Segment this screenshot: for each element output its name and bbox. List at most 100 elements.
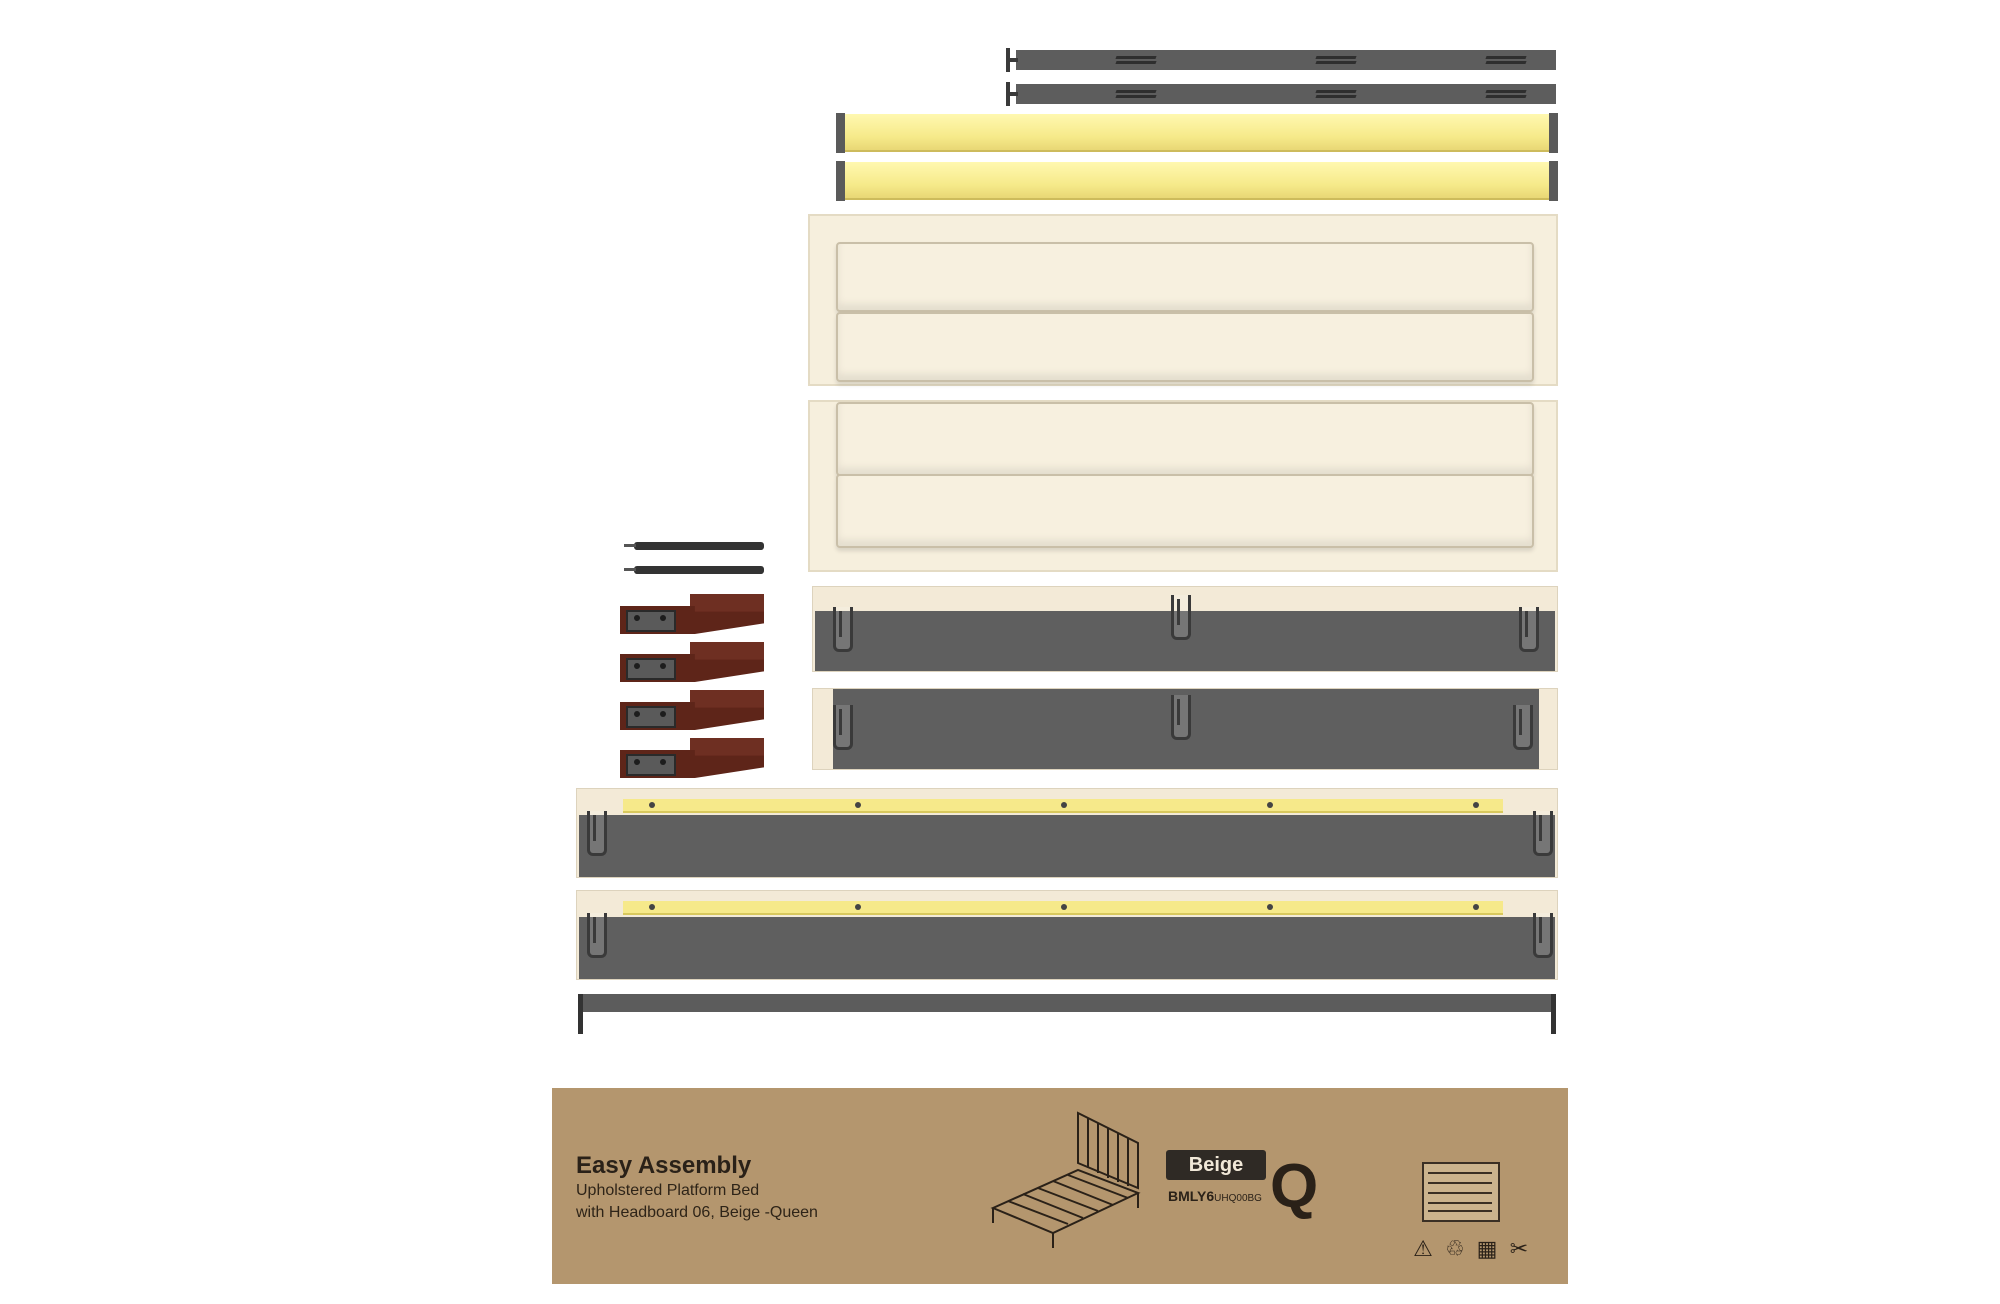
headboard-cushion	[836, 312, 1534, 382]
leg-plate	[626, 610, 676, 632]
support-rod	[624, 542, 764, 550]
rail-bracket	[1171, 595, 1191, 640]
bolt	[660, 615, 666, 621]
bed-leg	[620, 642, 764, 682]
leg-plate	[626, 706, 676, 728]
bolt	[660, 711, 666, 717]
bed-illustration	[990, 1111, 1141, 1248]
side-rail	[576, 890, 1558, 980]
rail-fabric	[579, 917, 1555, 979]
wood-slat	[836, 113, 1558, 153]
box-title: Easy Assembly	[576, 1152, 752, 1179]
slat-ledger	[623, 901, 1503, 915]
bolt	[660, 759, 666, 765]
slat-notch	[1485, 56, 1527, 59]
footboard-rail	[812, 586, 1558, 672]
slat-notch	[1115, 90, 1157, 93]
ledger-hole	[1267, 904, 1273, 910]
rail-fabric	[815, 611, 1555, 671]
bolt	[634, 711, 640, 717]
size-letter: Q	[1270, 1152, 1319, 1221]
label-line	[1428, 1210, 1492, 1212]
label-line	[1428, 1182, 1492, 1184]
bolt	[634, 759, 640, 765]
rail-bracket	[833, 705, 853, 750]
stacking-limit-icon: ▦	[1476, 1236, 1498, 1261]
rod-tip	[624, 568, 636, 571]
center-bar-leg	[578, 994, 583, 1034]
footboard-rail	[812, 688, 1558, 770]
rail-bracket	[587, 913, 607, 958]
rod-tip	[624, 544, 636, 547]
no-cutting-icon: ✂	[1509, 1236, 1529, 1261]
color-badge: Beige	[1166, 1150, 1266, 1180]
ledger-hole	[855, 802, 861, 808]
rail-bracket	[833, 607, 853, 652]
rail-fabric	[833, 689, 1539, 769]
ledger-hole	[649, 904, 655, 910]
bed-leg	[620, 690, 764, 730]
slat-notch	[1115, 95, 1157, 98]
fragile-warning-icon: ⚠	[1413, 1236, 1433, 1261]
headboard-cushion	[836, 474, 1534, 548]
slat-notch	[1485, 90, 1527, 93]
wood-slat	[836, 161, 1558, 201]
slat-end-tab	[1006, 58, 1018, 62]
sku-label: BMLY6UHQ00BG	[1168, 1188, 1262, 1204]
bolt	[634, 663, 640, 669]
product-box: Easy Assembly Upholstered Platform Bed w…	[552, 1088, 1568, 1284]
bed-leg	[620, 738, 764, 778]
headboard-panel-upper	[808, 214, 1558, 386]
shipping-label	[1422, 1162, 1500, 1222]
metal-slat	[1006, 48, 1556, 72]
ledger-hole	[1061, 802, 1067, 808]
side-rail	[576, 788, 1558, 878]
center-support-bar	[578, 994, 1556, 1034]
slat-notch	[1315, 56, 1357, 59]
box-subtitle-line1: Upholstered Platform Bed	[576, 1182, 760, 1199]
metal-slat	[1006, 82, 1556, 106]
headboard-cushion	[836, 402, 1534, 476]
recycle-icon: ♲	[1445, 1236, 1465, 1261]
support-rod	[624, 566, 764, 574]
headboard-panel-lower	[808, 400, 1558, 572]
ledger-hole	[649, 802, 655, 808]
label-line	[1428, 1172, 1492, 1174]
box-subtitle-line2: with Headboard 06, Beige -Queen	[576, 1204, 818, 1221]
ledger-hole	[1473, 904, 1479, 910]
rail-fabric	[579, 815, 1555, 877]
ledger-hole	[1473, 802, 1479, 808]
rail-bracket	[1513, 705, 1533, 750]
slat-notch	[1485, 95, 1527, 98]
slat-end-tab	[1006, 92, 1018, 96]
slat-notch	[1115, 56, 1157, 59]
center-bar-leg	[1551, 994, 1556, 1034]
slat-notch	[1315, 95, 1357, 98]
label-line	[1428, 1192, 1492, 1194]
leg-plate	[626, 658, 676, 680]
rail-bracket	[587, 811, 607, 856]
bed-leg	[620, 594, 764, 634]
sku-suffix: UHQ00BG	[1214, 1193, 1262, 1204]
ledger-hole	[1061, 904, 1067, 910]
slat-notch	[1115, 61, 1157, 64]
slat-ledger	[623, 799, 1503, 813]
slat-cap	[836, 161, 845, 201]
slat-notch	[1315, 90, 1357, 93]
headboard-cushion	[836, 242, 1534, 312]
ledger-hole	[1267, 802, 1273, 808]
rail-bracket	[1171, 695, 1191, 740]
ledger-hole	[855, 904, 861, 910]
rail-bracket	[1519, 607, 1539, 652]
slat-notch	[1485, 61, 1527, 64]
leg-plate	[626, 754, 676, 776]
bolt	[660, 663, 666, 669]
rail-bracket	[1533, 811, 1553, 856]
label-line	[1428, 1202, 1492, 1204]
bolt	[634, 615, 640, 621]
slat-cap	[836, 113, 845, 153]
slat-cap	[1549, 161, 1558, 201]
rail-bracket	[1533, 913, 1553, 958]
slat-cap	[1549, 113, 1558, 153]
slat-notch	[1315, 61, 1357, 64]
